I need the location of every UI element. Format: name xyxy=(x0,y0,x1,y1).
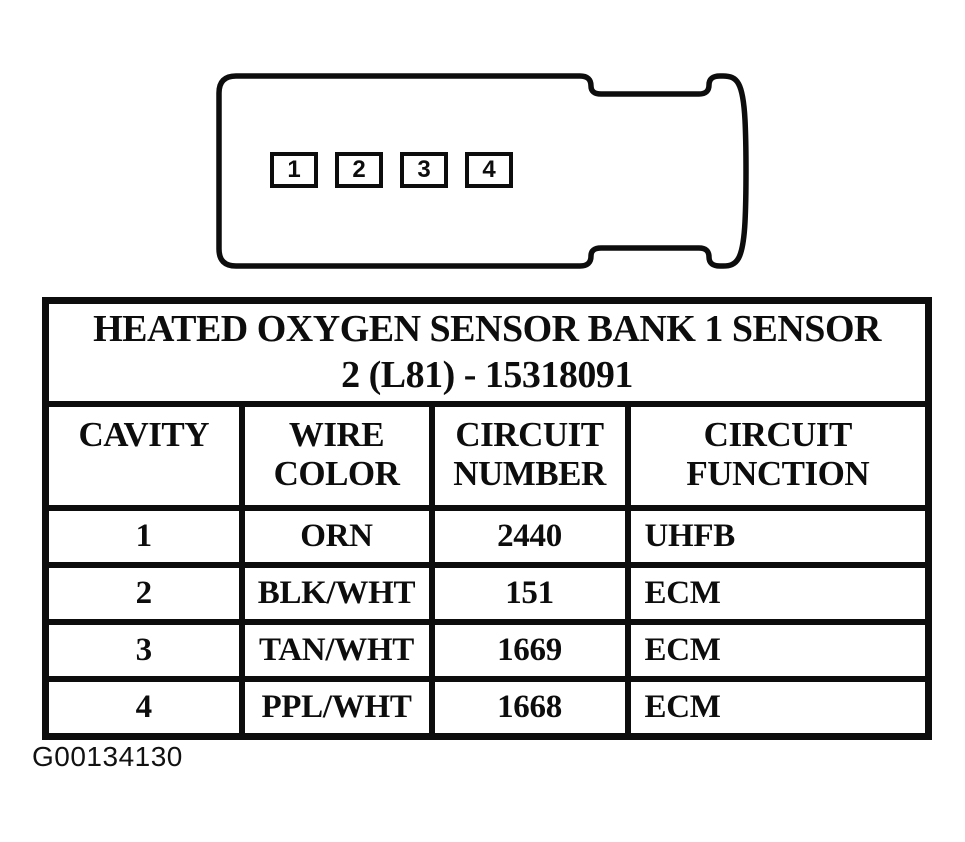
table-row: 3 TAN/WHT 1669 ECM xyxy=(42,618,932,682)
figure-id-label: G00134130 xyxy=(32,741,183,772)
column-header: CIRCUIT FUNCTION xyxy=(624,400,932,511)
wire-color-cell: BLK/WHT xyxy=(238,561,435,625)
table-title-line-1: HEATED OXYGEN SENSOR BANK 1 SENSOR xyxy=(93,308,881,350)
connector-pin-cavity: 1 xyxy=(270,152,318,188)
connector-pin-cavity: 3 xyxy=(400,152,448,188)
connector-pin-number: 1 xyxy=(287,156,301,183)
connector-diagram: 1 2 3 4 xyxy=(210,68,755,273)
circuit-function-cell: UHFB xyxy=(624,504,932,568)
circuit-function-cell: ECM xyxy=(624,675,932,740)
connector-pin-number: 4 xyxy=(482,156,496,183)
connector-pin-row: 1 2 3 4 xyxy=(270,152,513,188)
column-header-label: CIRCUIT FUNCTION xyxy=(686,414,870,493)
table-row: 1 ORN 2440 UHFB xyxy=(42,504,932,568)
table-header-row: CAVITY WIRE COLOR CIRCUIT NUMBER CIRCUIT… xyxy=(42,400,932,511)
wire-color-cell: TAN/WHT xyxy=(238,618,435,682)
table-body: 1 ORN 2440 UHFB 2 BLK/WHT 151 ECM 3 TAN/… xyxy=(42,504,932,740)
connector-pin-number: 3 xyxy=(417,156,431,183)
column-header: WIRE COLOR xyxy=(238,400,435,511)
circuit-number-cell: 1669 xyxy=(428,618,631,682)
circuit-number-cell: 151 xyxy=(428,561,631,625)
circuit-function-cell: ECM xyxy=(624,561,932,625)
connector-pin-cavity: 2 xyxy=(335,152,383,188)
table-row: 2 BLK/WHT 151 ECM xyxy=(42,561,932,625)
cavity-cell: 4 xyxy=(42,675,245,740)
connector-pin-number: 2 xyxy=(352,156,366,183)
wire-color-cell: PPL/WHT xyxy=(238,675,435,740)
circuit-number-cell: 2440 xyxy=(428,504,631,568)
column-header-label: WIRE COLOR xyxy=(273,414,400,493)
column-header-label: CAVITY xyxy=(78,414,210,454)
connector-pin-cavity: 4 xyxy=(465,152,513,188)
pinout-table: HEATED OXYGEN SENSOR BANK 1 SENSOR 2 (L8… xyxy=(42,297,933,740)
circuit-number-cell: 1668 xyxy=(428,675,631,740)
wire-color-cell: ORN xyxy=(238,504,435,568)
column-header: CAVITY xyxy=(42,400,245,511)
table-title: HEATED OXYGEN SENSOR BANK 1 SENSOR 2 (L8… xyxy=(42,297,932,407)
column-header-label: CIRCUIT NUMBER xyxy=(453,414,606,493)
column-header: CIRCUIT NUMBER xyxy=(428,400,631,511)
circuit-function-cell: ECM xyxy=(624,618,932,682)
table-title-row: HEATED OXYGEN SENSOR BANK 1 SENSOR 2 (L8… xyxy=(42,297,932,407)
cavity-cell: 1 xyxy=(42,504,245,568)
table-title-line-2: 2 (L81) - 15318091 xyxy=(341,354,633,397)
cavity-cell: 3 xyxy=(42,618,245,682)
table-row: 4 PPL/WHT 1668 ECM xyxy=(42,675,932,740)
cavity-cell: 2 xyxy=(42,561,245,625)
